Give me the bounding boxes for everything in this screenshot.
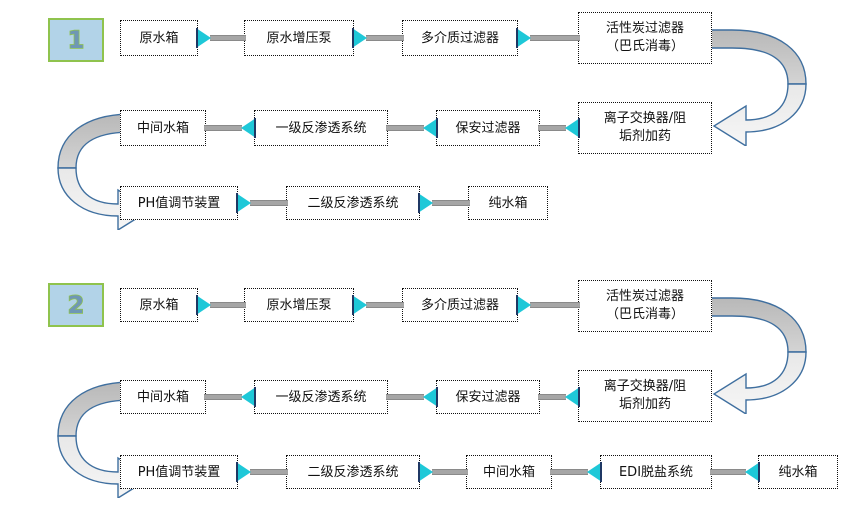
- node-raw-water-tank-2[interactable]: 原水箱: [120, 288, 198, 322]
- connector-r1-3-d1: [516, 28, 580, 48]
- connector-r1-1-d2: [196, 295, 246, 315]
- node-ph-adjust-device-2[interactable]: PH值调节装置: [120, 455, 238, 489]
- node-line-2: 垢剂加药: [618, 397, 671, 412]
- connector-r2-1-d2: [204, 387, 256, 407]
- node-security-filter-2[interactable]: 保安过滤器: [436, 380, 540, 414]
- connector-r1-2-d2: [352, 295, 404, 315]
- node-secondary-ro-system-1[interactable]: 二级反渗透系统: [286, 186, 420, 220]
- connector-r2-2-d1: [386, 118, 438, 138]
- connector-r1-1-d1: [196, 28, 246, 48]
- connector-r2-2-d2: [386, 387, 438, 407]
- node-intermediate-water-tank-1[interactable]: 中间水箱: [120, 110, 206, 146]
- connector-r2-3-d1: [538, 118, 580, 138]
- node-ion-exchanger-1[interactable]: 离子交换器/阻 垢剂加药: [578, 102, 712, 154]
- node-multimedia-filter-2[interactable]: 多介质过滤器: [402, 288, 518, 322]
- node-secondary-ro-system-2[interactable]: 二级反渗透系统: [286, 455, 420, 489]
- connector-r1-2-d1: [352, 28, 404, 48]
- diagram-2-number-badge: 2: [48, 283, 104, 327]
- curve-arrow-right-d2: [708, 297, 807, 414]
- node-line-1: 活性炭过滤器: [605, 21, 684, 36]
- node-primary-ro-system-2[interactable]: 一级反渗透系统: [254, 380, 388, 414]
- connector-r3-1-d1: [236, 193, 288, 213]
- node-security-filter-1[interactable]: 保安过滤器: [436, 110, 540, 146]
- node-line-1: 离子交换器/阻: [603, 111, 687, 126]
- node-activated-carbon-filter-1[interactable]: 活性炭过滤器 （巴氏消毒）: [578, 12, 712, 64]
- node-pure-water-tank-2[interactable]: 纯水箱: [758, 455, 838, 489]
- connector-r3-3-d2: [550, 462, 602, 482]
- node-line-2: （巴氏消毒）: [605, 39, 684, 54]
- node-ph-adjust-device-1[interactable]: PH值调节装置: [120, 186, 238, 220]
- connector-r3-4-d2: [710, 462, 760, 482]
- node-line-2: （巴氏消毒）: [605, 307, 684, 322]
- node-primary-ro-system-1[interactable]: 一级反渗透系统: [254, 110, 388, 146]
- node-intermediate-water-tank-2[interactable]: 中间水箱: [120, 380, 206, 414]
- node-raw-water-tank-1[interactable]: 原水箱: [120, 20, 198, 56]
- node-line-2: 垢剂加药: [618, 129, 671, 144]
- node-activated-carbon-filter-2[interactable]: 活性炭过滤器 （巴氏消毒）: [578, 280, 712, 332]
- diagram-1-number-badge: 1: [48, 18, 104, 62]
- curve-arrow-right-d1: [708, 29, 807, 146]
- node-raw-water-booster-pump-1[interactable]: 原水增压泵: [244, 20, 354, 56]
- node-raw-water-booster-pump-2[interactable]: 原水增压泵: [244, 288, 354, 322]
- node-multimedia-filter-1[interactable]: 多介质过滤器: [402, 20, 518, 56]
- connector-r3-1-d2: [236, 462, 288, 482]
- connector-r2-1-d1: [204, 118, 256, 138]
- connector-r1-3-d2: [516, 295, 580, 315]
- node-line-1: 离子交换器/阻: [603, 379, 687, 394]
- node-line-1: 活性炭过滤器: [605, 289, 684, 304]
- node-intermediate-water-tank-row3-2[interactable]: 中间水箱: [466, 455, 552, 489]
- node-edi-desalination-system-2[interactable]: EDI脱盐系统: [600, 455, 712, 489]
- connector-r3-2-d2: [418, 462, 468, 482]
- connector-r3-2-d1: [418, 193, 470, 213]
- node-pure-water-tank-1[interactable]: 纯水箱: [468, 186, 548, 220]
- connector-r2-3-d2: [538, 387, 580, 407]
- node-ion-exchanger-2[interactable]: 离子交换器/阻 垢剂加药: [578, 370, 712, 422]
